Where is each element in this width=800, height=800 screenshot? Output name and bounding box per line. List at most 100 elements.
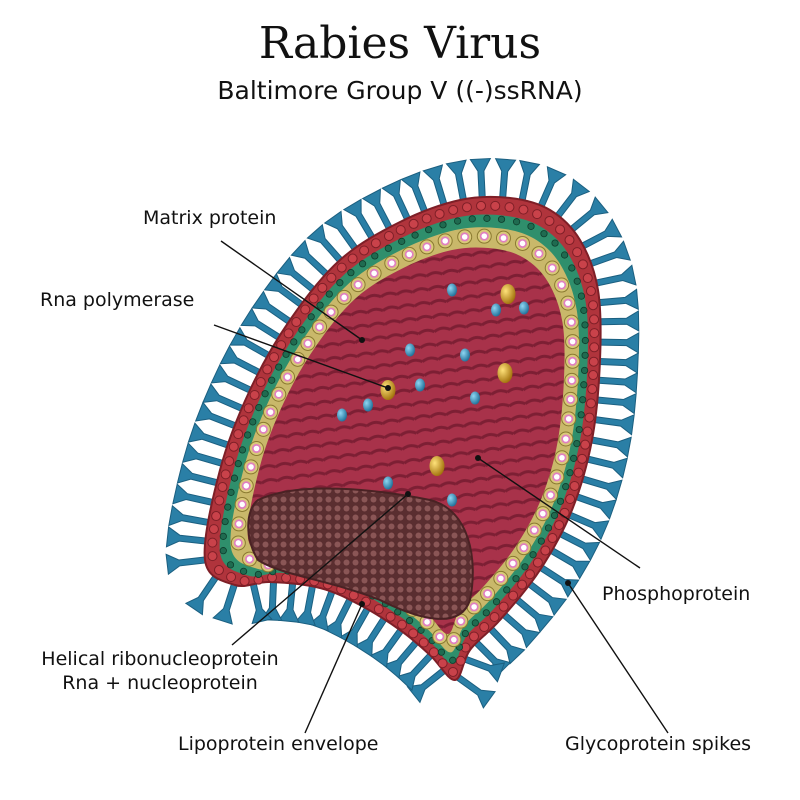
envelope-inner-bead [527,222,535,230]
matrix-protein-ring [564,372,580,388]
envelope-inner-bead [261,390,269,398]
envelope-inner-bead [437,648,446,656]
envelope-inner-bead [425,226,433,234]
phosphoprotein-particle [519,301,529,315]
envelope-bead [217,482,228,493]
matrix-protein-ring [554,277,570,293]
glycoprotein-spike [176,462,219,487]
leader-dot [385,385,391,391]
glycoprotein-spike [422,164,448,206]
envelope-bead [490,200,501,211]
envelope-inner-bead [568,264,576,272]
envelope-inner-bead [581,351,589,359]
envelope-bead [580,439,591,450]
matrix-protein-ring [476,228,492,244]
envelope-bead [504,202,515,213]
matrix-protein-ring [453,613,469,629]
envelope-inner-bead [575,425,583,434]
envelope-bead [447,666,458,677]
envelope-bead [308,293,319,304]
envelope-inner-bead [483,214,491,222]
envelope-bead [468,631,479,642]
envelope-bead [582,273,593,284]
envelope-bead [569,481,580,492]
glycoprotein-spike [172,483,214,506]
envelope-bead [588,370,599,381]
glycoprotein-spike [165,553,206,576]
matrix-protein-ring [323,304,339,320]
matrix-protein-ring [515,235,531,251]
envelope-inner-bead [551,239,559,247]
envelope-bead [347,253,358,264]
envelope-bead [370,238,381,249]
envelope-bead [532,557,543,568]
matrix-protein-ring [543,487,559,503]
leader-dot [359,337,365,343]
diagram-subtitle: Baltimore Group V ((-)ssRNA) [217,76,583,105]
phosphoprotein-particle [383,476,393,490]
envelope-inner-bead [347,269,355,277]
envelope-inner-bead [224,503,232,511]
leader-dot [359,601,365,607]
glycoprotein-spike [589,240,632,267]
label-rna-polymerase: Rna polymerase [40,289,195,311]
matrix-protein-ring [549,469,565,485]
envelope-inner-bead [573,277,581,285]
matrix-protein-ring [560,295,576,311]
envelope-bead [228,441,239,452]
envelope-inner-bead [238,446,247,454]
envelope-bead [214,495,225,506]
matrix-protein-ring [558,431,574,447]
diagram-title: Rabies Virus [258,18,542,69]
envelope-bead [582,426,593,437]
envelope-inner-bead [290,338,298,346]
matrix-protein-ring [242,551,258,567]
matrix-protein-ring [248,441,264,457]
glycoprotein-spike [445,159,467,201]
glycoprotein-spike [586,455,628,479]
envelope-bead [283,328,294,339]
phosphoprotein-particle [460,348,470,362]
matrix-protein-ring [271,386,287,402]
envelope-inner-bead [461,629,469,638]
envelope-inner-bead [249,418,257,426]
envelope-bead [238,415,249,426]
leader-rna-polymerase [213,324,389,389]
envelope-bead [291,317,302,328]
rna-polymerase-particle [429,456,445,476]
glycoprotein-spike [594,414,635,436]
envelope-inner-bead [579,396,587,404]
label-matrix-protein: Matrix protein [143,207,277,229]
envelope-inner-bead [570,454,578,462]
matrix-protein-ring [565,334,581,350]
glycoprotein-spike [518,159,541,201]
envelope-bead [532,209,543,220]
rna-polymerase-particle [500,284,516,304]
matrix-protein-ring [544,260,560,276]
envelope-inner-bead [336,279,344,287]
envelope-inner-bead [482,609,490,617]
envelope-bead [524,569,535,580]
envelope-inner-bead [512,575,520,583]
envelope-bead [479,622,490,633]
glycoprotein-spike [600,332,640,354]
matrix-protein-ring [401,246,417,262]
matrix-protein-ring [366,265,382,281]
glycoprotein-spike [598,288,639,311]
label-phosphoprotein: Phosphoprotein [602,583,751,605]
envelope-bead [211,511,222,522]
envelope-bead [421,213,432,224]
envelope-inner-bead [298,326,306,334]
envelope-bead [208,524,219,535]
envelope-inner-bead [384,244,392,252]
matrix-protein-ring [312,319,328,335]
glycoprotein-spike [181,442,224,467]
envelope-inner-bead [240,567,248,575]
envelope-inner-bead [577,411,585,419]
envelope-inner-bead [234,460,242,468]
envelope-bead [207,551,218,562]
phosphoprotein-particle [470,391,480,405]
envelope-bead [589,314,600,325]
matrix-protein-ring [457,229,473,245]
